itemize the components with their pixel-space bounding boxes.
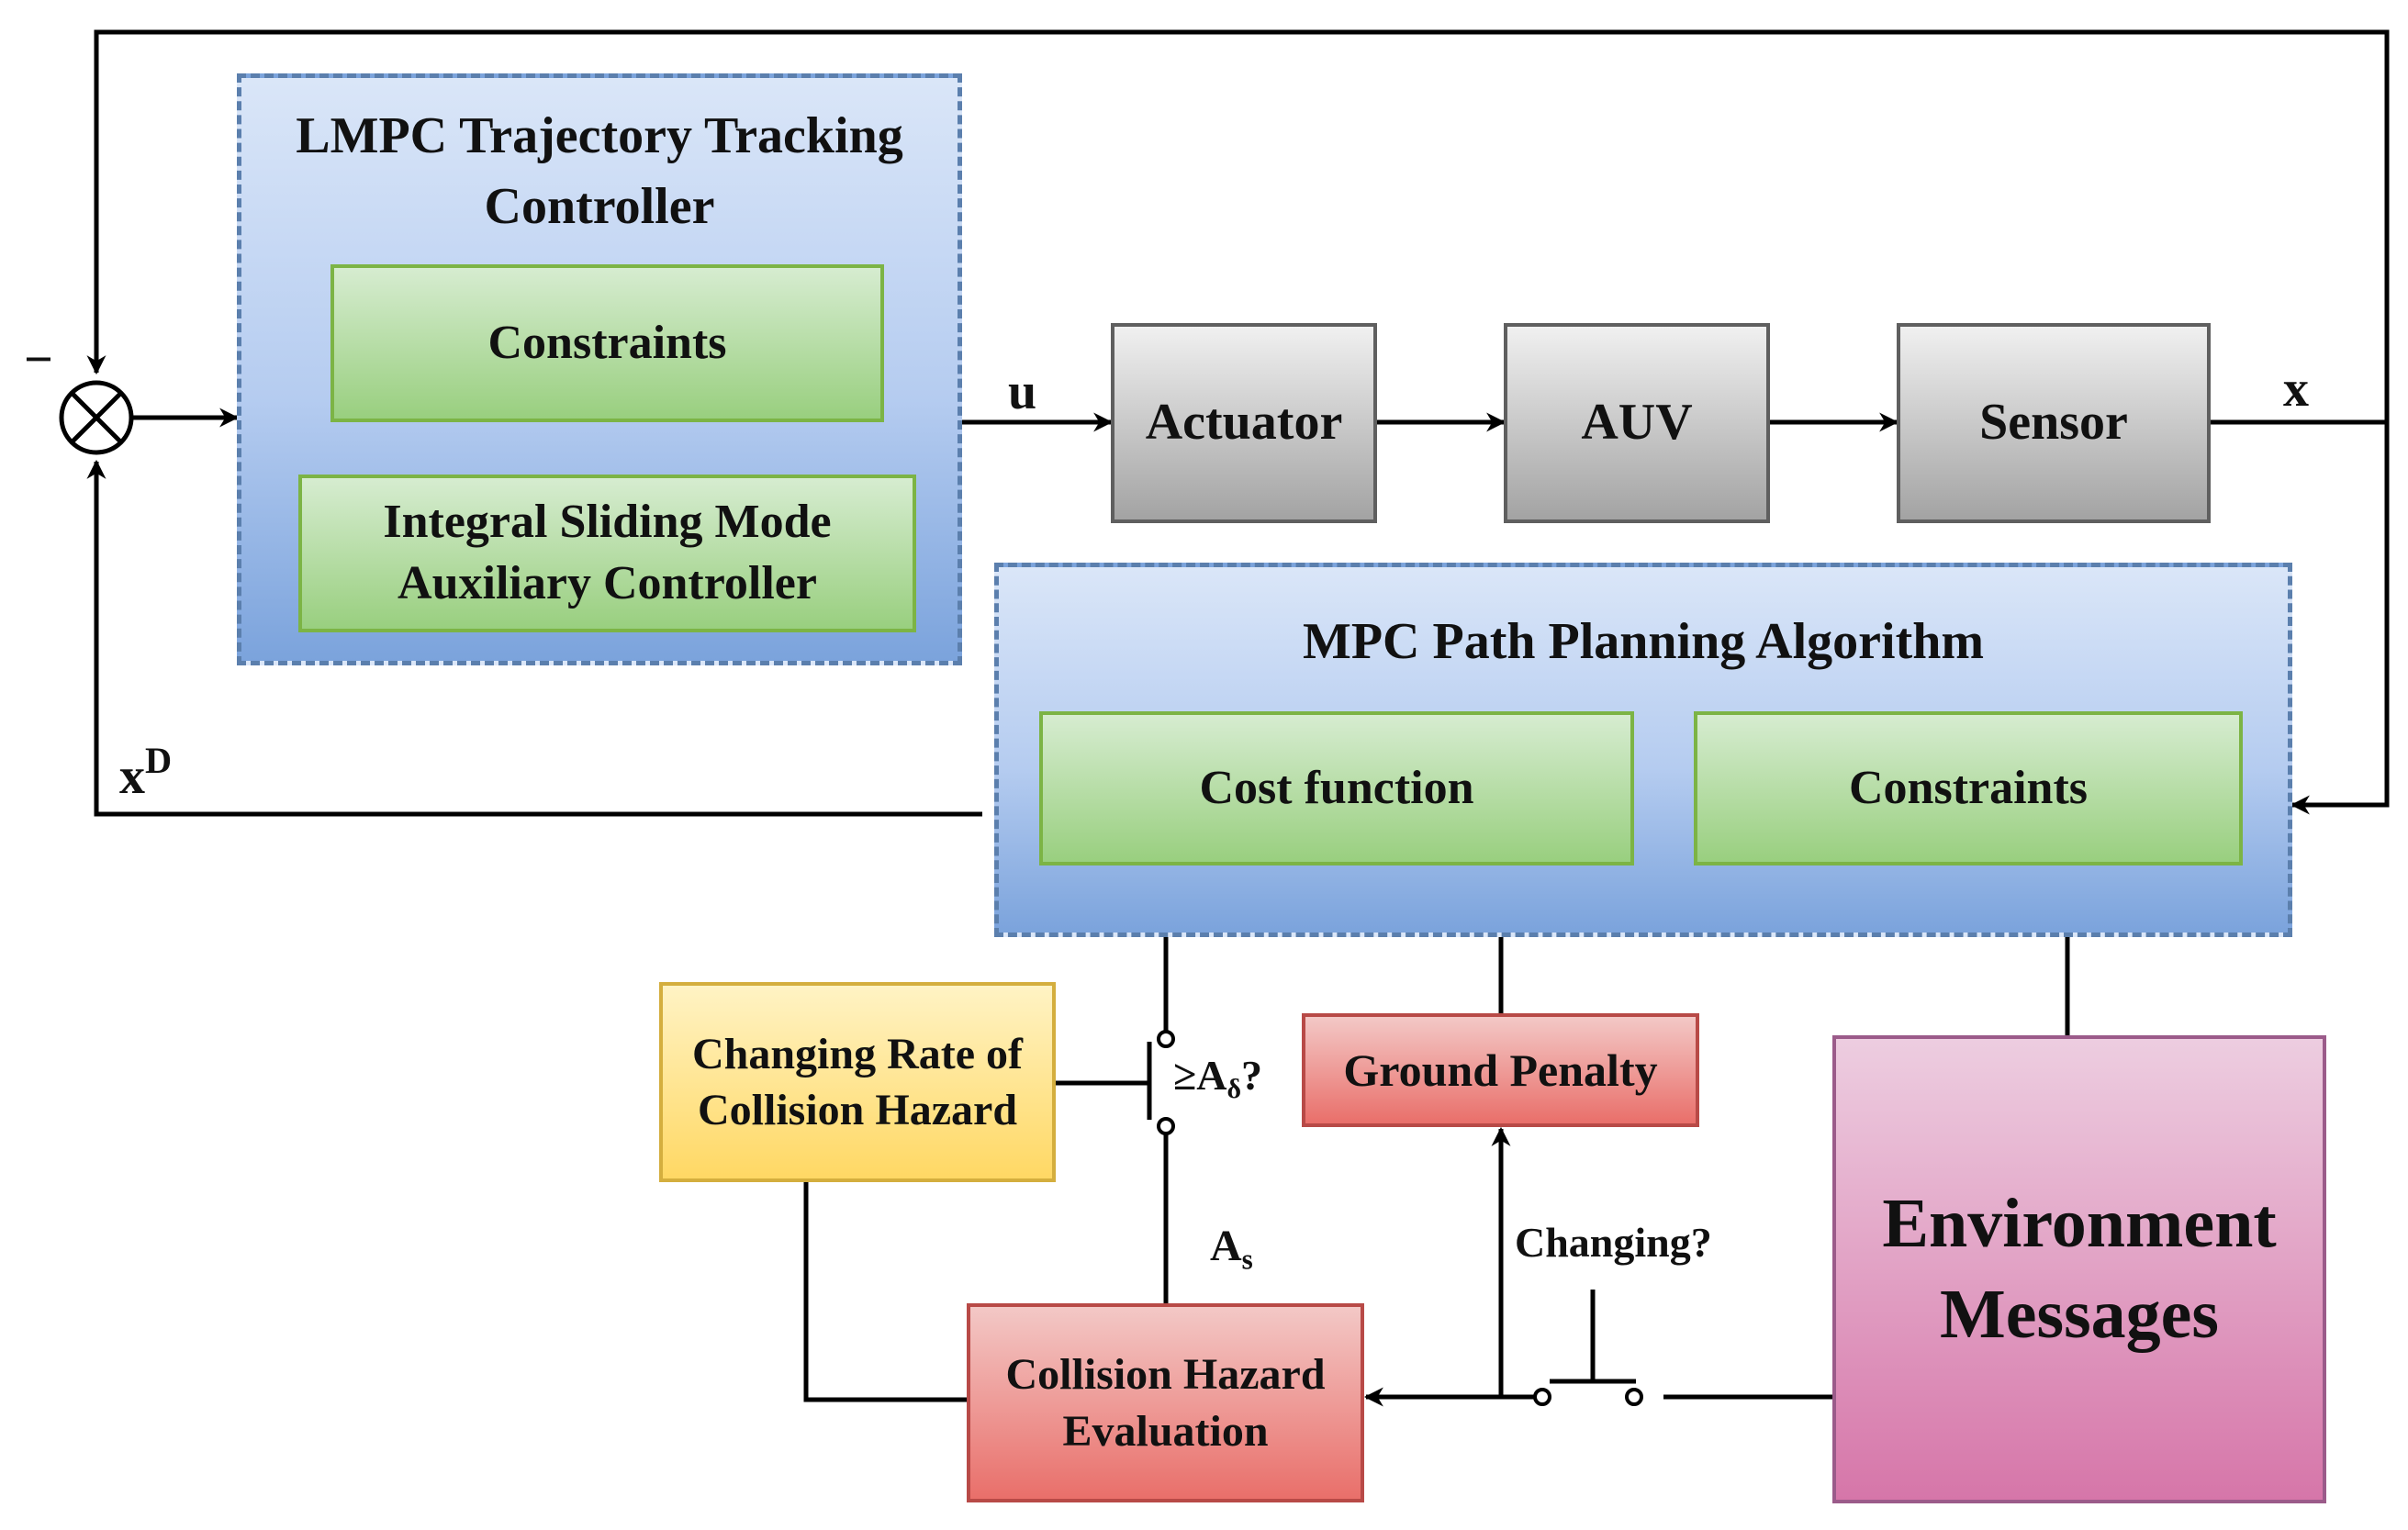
changing-switch-right-contact — [1625, 1388, 1643, 1406]
minus-sign: − — [24, 331, 53, 388]
evaluation-to-rate-line — [803, 1179, 968, 1402]
as-label: As — [1210, 1221, 1253, 1276]
threshold-subscript: δ — [1226, 1073, 1241, 1104]
u-label: u — [1008, 363, 1037, 420]
xd-superscript: D — [145, 740, 173, 781]
mpc-constraints-box: Constraints — [1694, 711, 2243, 866]
threshold-suffix: ? — [1240, 1052, 1262, 1099]
lmpc-constraints-box: Constraints — [330, 264, 884, 422]
actuator-box: Actuator — [1111, 323, 1377, 523]
mpc-title: MPC Path Planning Algorithm — [1302, 613, 1985, 670]
auv-box: AUV — [1504, 323, 1770, 523]
xd-reference-line — [86, 459, 982, 817]
summing-junction — [59, 380, 134, 455]
cost-function-box: Cost function — [1039, 711, 1634, 866]
x-to-mpc-line — [2290, 422, 2390, 815]
ground-penalty-box: Ground Penalty — [1302, 1013, 1699, 1127]
x-label: x — [2283, 361, 2309, 418]
threshold-switch-top-contact — [1157, 1030, 1175, 1048]
threshold-prefix: ≥A — [1173, 1052, 1227, 1099]
feedback-x-line — [86, 29, 2390, 425]
threshold-switch-bottom-contact — [1157, 1117, 1175, 1135]
changing-switch-left-contact — [1533, 1388, 1551, 1406]
threshold-label: ≥Aδ? — [1173, 1051, 1262, 1105]
sensor-box: Sensor — [1897, 323, 2211, 523]
xd-base: x — [119, 748, 145, 806]
as-base: A — [1210, 1222, 1242, 1270]
xd-label: xD — [119, 739, 172, 806]
changing-label: Changing? — [1515, 1219, 1712, 1266]
ismc-box: Integral Sliding Mode Auxiliary Controll… — [298, 475, 916, 632]
lmpc-title: LMPC Trajectory Tracking Controller — [296, 107, 903, 236]
collision-hazard-evaluation-box: Collision Hazard Evaluation — [967, 1303, 1364, 1502]
as-subscript: s — [1241, 1243, 1253, 1276]
environment-messages-box: Environment Messages — [1832, 1035, 2326, 1503]
changing-rate-box: Changing Rate of Collision Hazard — [659, 982, 1056, 1182]
